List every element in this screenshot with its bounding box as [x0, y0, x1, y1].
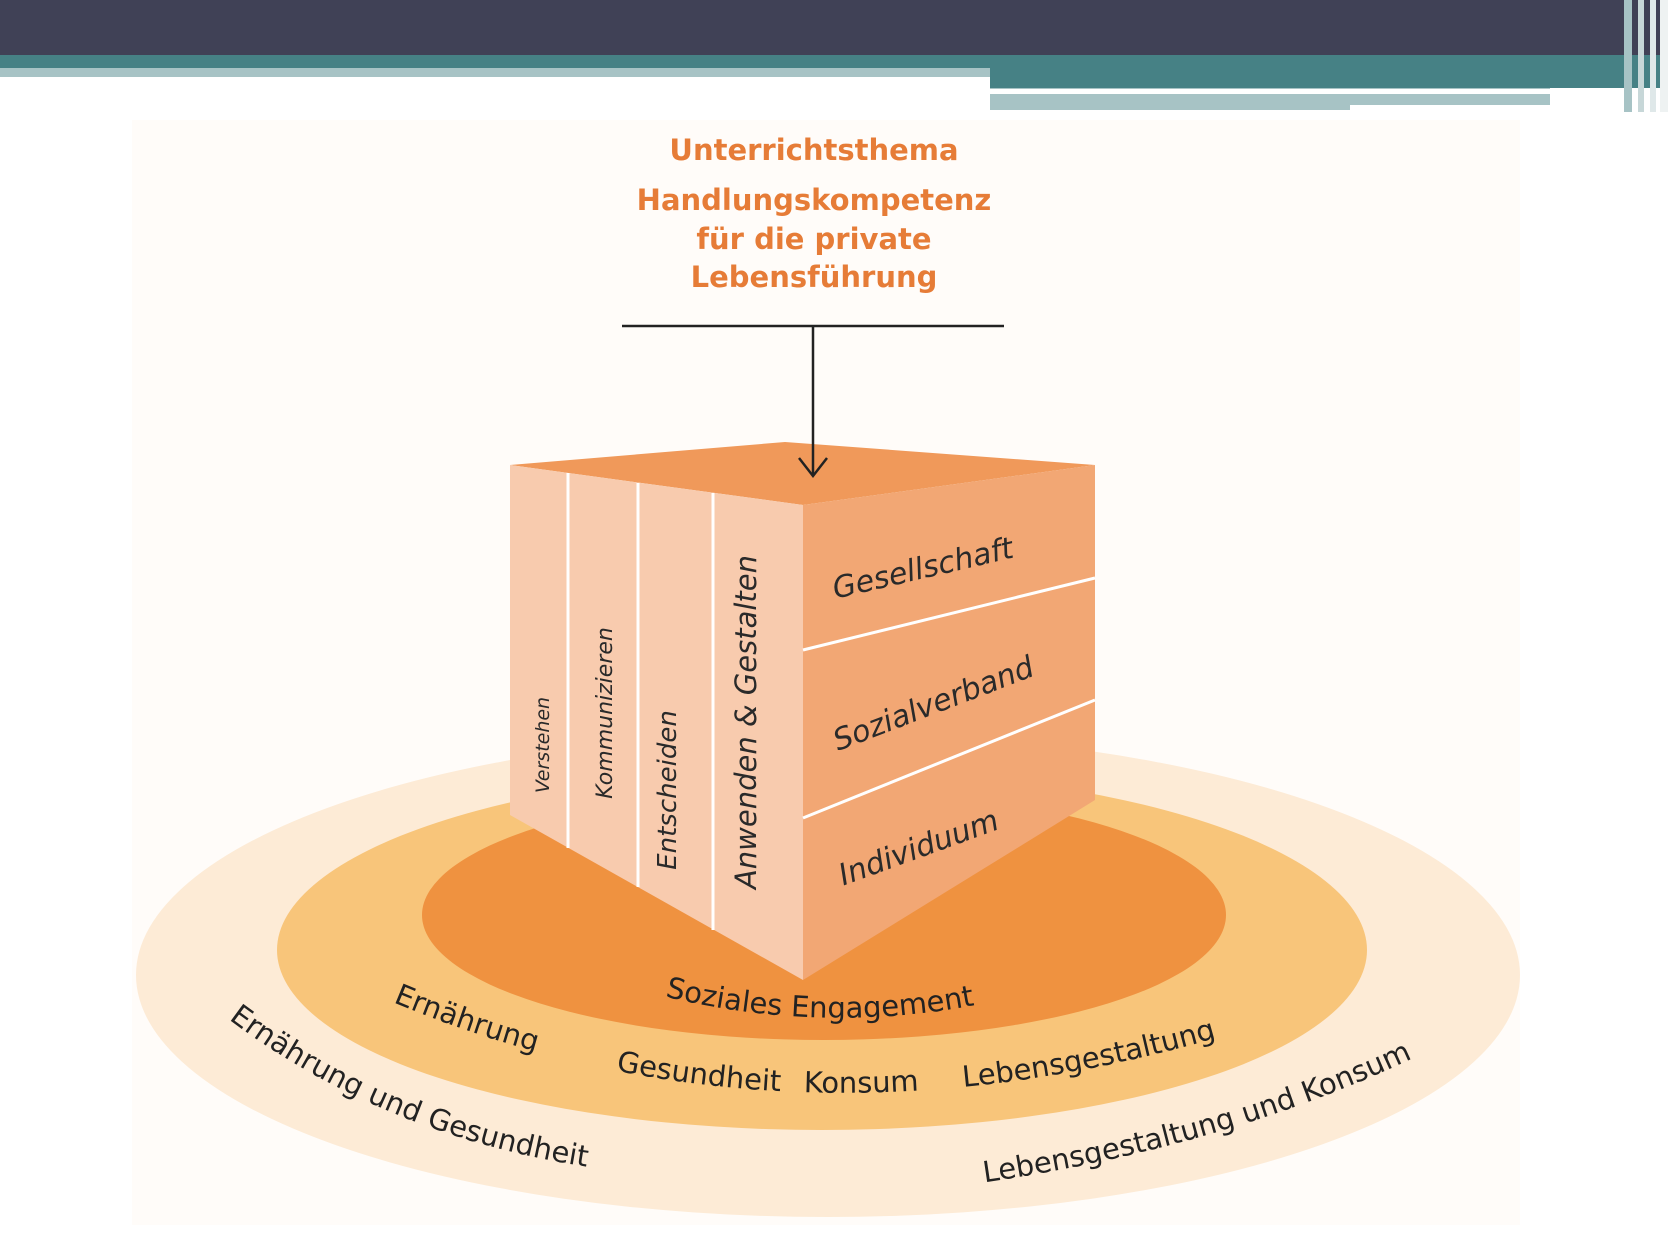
header-edge-4	[1660, 0, 1668, 112]
row-divider	[802, 698, 1096, 820]
column-label-kommunizieren: Kommunizieren	[593, 627, 618, 799]
cube-side-face	[803, 465, 1095, 980]
slide-header-bar	[0, 0, 1668, 112]
header-dark-band	[0, 0, 1668, 55]
title-line-2: für die private	[696, 222, 931, 256]
header-edge-3	[1650, 0, 1656, 112]
row-divider	[802, 576, 1096, 652]
column-label-entscheiden: Entscheiden	[653, 710, 683, 870]
header-white-stripe-1	[990, 89, 1550, 94]
header-edge-2	[1638, 0, 1644, 112]
column-label-verstehen: Verstehen	[532, 697, 554, 793]
topic-label: Unterrichtsthema	[669, 133, 958, 167]
title-line-1: Handlungskompetenz	[637, 183, 992, 217]
cube-front-face	[510, 465, 803, 980]
header-white-cut	[990, 68, 1668, 88]
cube-top-face	[510, 442, 1095, 505]
title-line-3: Lebensführung	[691, 260, 938, 294]
header-light-band-left	[0, 68, 990, 77]
column-label-anwenden-gestalten: Anwenden & Gestalten	[729, 555, 763, 891]
arrow-head	[798, 457, 828, 479]
middle-ring-label-konsum: Konsum	[803, 1064, 919, 1100]
header-edge-1	[1624, 0, 1632, 112]
header-white-stripe-2	[1350, 105, 1550, 111]
